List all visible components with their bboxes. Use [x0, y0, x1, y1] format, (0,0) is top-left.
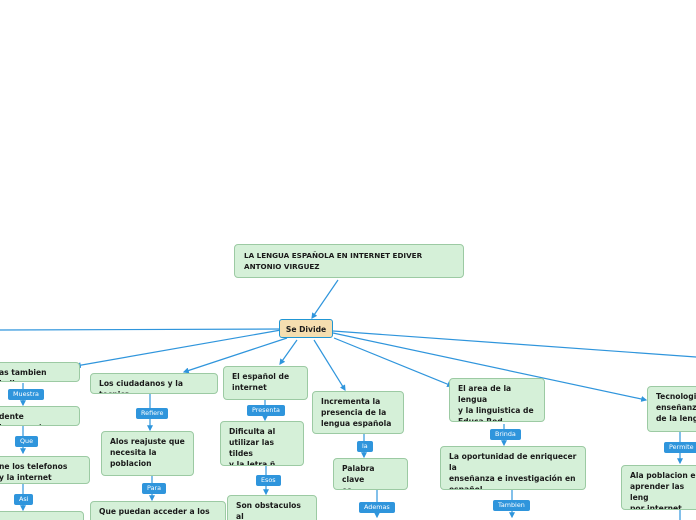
link-label-permite: Permite	[664, 442, 696, 453]
link-label-para: Para	[142, 483, 167, 494]
central-topic[interactable]: Se Divide	[279, 319, 333, 338]
connector-edge-right	[332, 330, 696, 358]
link-label-la: la	[357, 441, 373, 452]
branch-node-0[interactable]: as tambien bailan	[0, 362, 80, 382]
link-label-asi: Asi	[14, 494, 34, 505]
branch-node-5[interactable]: Tecnologia enseñanza de la lengu	[647, 386, 696, 432]
connector-branch-5	[332, 332, 648, 402]
sub-node-1-1[interactable]: Que puedan acceder a los	[90, 501, 226, 520]
connector-branch-2	[279, 339, 298, 365]
link-label-refiere: Refiere	[136, 408, 169, 419]
root-topic[interactable]: LA LENGUA ESPAÑOLA EN INTERNET EDIVER AN…	[234, 244, 464, 278]
link-label-brinda: Brinda	[490, 429, 521, 440]
connector-edge-left	[0, 328, 282, 331]
branch-node-2[interactable]: El español de internet	[223, 366, 308, 400]
connector-branch-1	[182, 337, 288, 374]
connector-root-center	[311, 279, 339, 319]
branch-node-4[interactable]: El area de la lengua y la linguistica de…	[449, 378, 545, 422]
sub-node-2-0[interactable]: Dificulta al utilizar las tildes y la le…	[220, 421, 304, 466]
sub-node-3-0[interactable]: Palabra clave es contenidos	[333, 458, 408, 490]
link-label-que: Que	[15, 436, 39, 447]
link-label-ademas: Ademas	[359, 502, 395, 513]
sub-node-0-2[interactable]	[0, 511, 84, 520]
link-label-muestra: Muestra	[8, 389, 44, 400]
connector-branch-0	[74, 329, 282, 369]
sub-node-2-1[interactable]: Son obstaculos al usar el español en	[227, 495, 317, 520]
branch-node-3[interactable]: Incrementa la presencia de la lengua esp…	[312, 391, 404, 434]
branch-node-1[interactable]: Los ciudadanos y la tecnica	[90, 373, 218, 394]
sub-node-0-0[interactable]: dente incremento	[0, 406, 80, 426]
sub-node-1-0[interactable]: Alos reajuste que necesita la poblacion	[101, 431, 194, 476]
sub-node-5-0[interactable]: Ala poblacion en aprender las leng por i…	[621, 465, 696, 510]
sub-node-0-1[interactable]: ne los telefonos y la internet	[0, 456, 90, 484]
connector-branch-4	[333, 337, 454, 387]
link-label-esos: Esos	[256, 475, 281, 486]
sub-node-4-0[interactable]: La oportunidad de enriquecer la enseñanz…	[440, 446, 586, 490]
link-label-presenta: Presenta	[247, 405, 285, 416]
connector-branch-3	[313, 339, 346, 392]
link-label-tambien: Tambien	[493, 500, 530, 511]
